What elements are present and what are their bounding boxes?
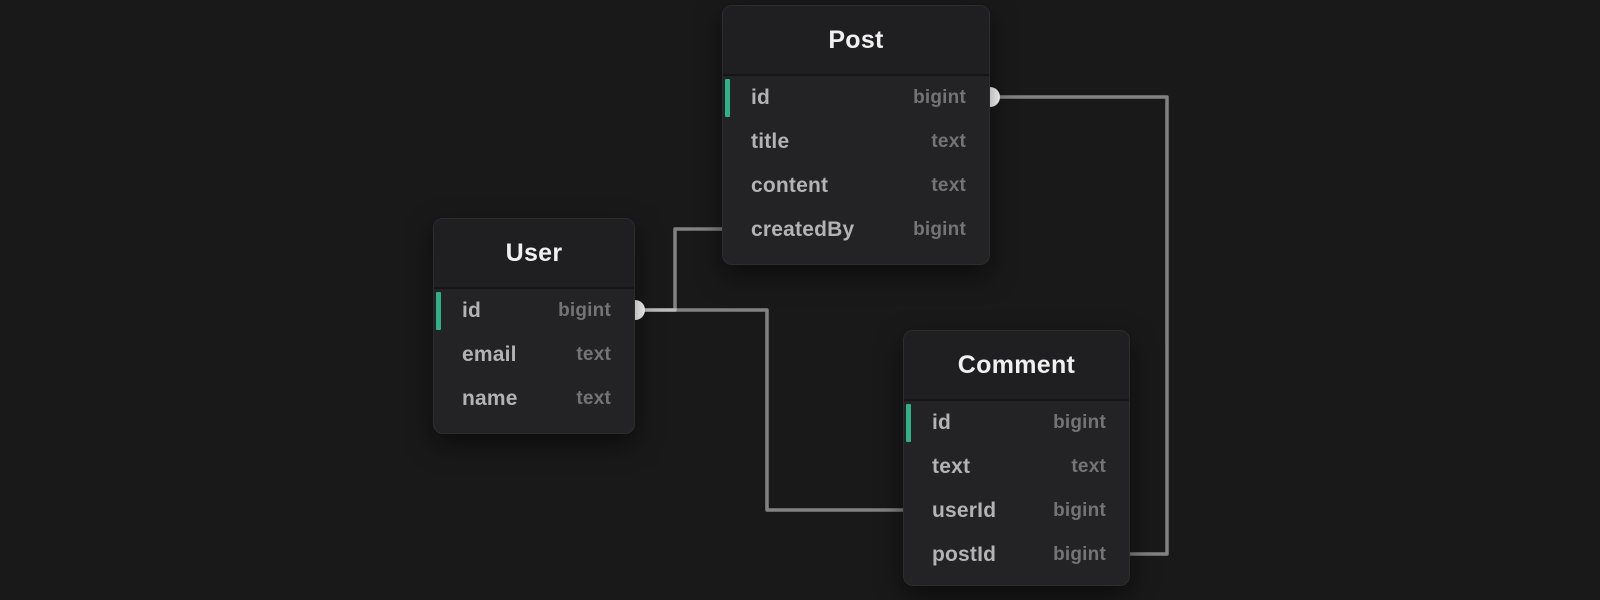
primary-key-indicator <box>906 404 911 442</box>
field-name: createdBy <box>751 218 855 241</box>
table-header-user[interactable]: User <box>434 219 634 289</box>
field-type: bigint <box>1053 544 1106 565</box>
field-type: bigint <box>1053 412 1106 433</box>
primary-key-indicator <box>725 79 730 117</box>
field-type: text <box>931 175 966 196</box>
table-title: Post <box>828 25 884 54</box>
field-name: postId <box>932 543 997 566</box>
relationship-line-post-id-comment-postid[interactable] <box>990 95 1169 556</box>
field-type: text <box>931 131 966 152</box>
field-name: id <box>751 86 771 109</box>
field-row-comment-text[interactable]: text text <box>904 445 1129 489</box>
field-type: text <box>576 344 611 365</box>
field-type: bigint <box>913 87 966 108</box>
table-fields-comment: id bigint text text userId bigint postId… <box>904 401 1129 585</box>
field-row-post-title[interactable]: title text <box>723 120 989 164</box>
field-row-user-name[interactable]: name text <box>434 377 634 421</box>
field-name: userId <box>932 499 997 522</box>
field-name: name <box>462 387 518 410</box>
field-row-user-email[interactable]: email text <box>434 333 634 377</box>
field-name: text <box>932 455 971 478</box>
field-name: email <box>462 343 517 366</box>
endpoint-marker-post-id <box>990 87 1000 107</box>
table-header-comment[interactable]: Comment <box>904 331 1129 401</box>
field-type: bigint <box>558 300 611 321</box>
field-type: text <box>1071 456 1106 477</box>
relationship-line-user-id-comment-userid[interactable] <box>635 308 903 512</box>
field-type: text <box>576 388 611 409</box>
table-card-post[interactable]: Post id bigint title text content text c… <box>722 5 990 265</box>
field-name: id <box>932 411 952 434</box>
table-fields-user: id bigint email text name text <box>434 289 634 431</box>
field-row-post-content[interactable]: content text <box>723 164 989 208</box>
table-header-post[interactable]: Post <box>723 6 989 76</box>
field-name: title <box>751 130 790 153</box>
field-row-user-id[interactable]: id bigint <box>434 289 634 333</box>
table-title: User <box>505 238 563 267</box>
table-fields-post: id bigint title text content text create… <box>723 76 989 262</box>
table-card-comment[interactable]: Comment id bigint text text userId bigin… <box>903 330 1130 586</box>
field-type: bigint <box>913 219 966 240</box>
field-row-post-createdby[interactable]: createdBy bigint <box>723 208 989 252</box>
field-name: id <box>462 299 482 322</box>
field-type: bigint <box>1053 500 1106 521</box>
endpoint-marker-user-id <box>635 300 645 320</box>
field-name: content <box>751 174 829 197</box>
table-card-user[interactable]: User id bigint email text name text <box>433 218 635 434</box>
table-title: Comment <box>957 350 1076 379</box>
relationship-line-user-id-post-createdby[interactable] <box>635 227 722 312</box>
field-row-comment-id[interactable]: id bigint <box>904 401 1129 445</box>
primary-key-indicator <box>436 292 441 330</box>
field-row-post-id[interactable]: id bigint <box>723 76 989 120</box>
field-row-comment-postid[interactable]: postId bigint <box>904 533 1129 577</box>
field-row-comment-userid[interactable]: userId bigint <box>904 489 1129 533</box>
